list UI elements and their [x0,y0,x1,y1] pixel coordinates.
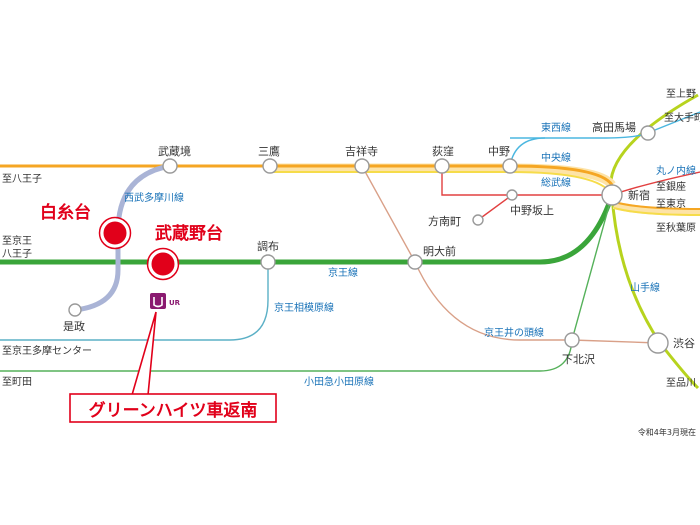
dest-tama-center: 至京王多摩センター [2,344,92,357]
line-label-marunouchi: 丸ノ内線 [656,164,696,177]
station-takadanobaba-marker[interactable] [640,125,656,141]
dest-tokyo: 至東京 [656,197,686,210]
station-shibuya: 渋谷 [673,337,695,350]
dest-shinagawa: 至品川 [666,377,696,389]
line-label-sagamihara: 京王相模原線 [274,301,334,314]
station-koremasa-marker[interactable] [68,303,82,317]
station-ogikubo: 荻窪 [432,144,454,158]
dest-machida: 至町田 [2,376,32,388]
line-label-odakyu: 小田急小田原線 [304,375,374,388]
highlight-label-shiraitodai: 白糸台 [40,202,91,223]
dest-hachioji: 至八王子 [2,173,42,185]
highlight-marker-musashinodai[interactable] [146,247,180,281]
chuo-east [612,201,700,216]
station-mitaka-marker[interactable] [262,158,278,174]
line-label-yamanote: 山手線 [630,281,660,294]
line-label-seibu: 西武多摩川線 [124,191,184,204]
line-label-tozai: 東西線 [541,121,571,134]
marunouchi-line [441,166,700,196]
keio-sagamihara-line [0,262,269,341]
yamanote-line [609,93,700,390]
station-markers [68,125,669,354]
station-meidaimae-marker[interactable] [407,254,423,270]
station-takadanobaba: 高田馬場 [592,120,636,134]
dest-keio-2: 八王子 [2,248,32,260]
callout-pointer [131,311,157,396]
station-honancho: 方南町 [428,214,461,228]
line-label-sobu: 総武線 [541,176,571,189]
station-chofu-marker[interactable] [260,254,276,270]
station-shimokitazawa: 下北沢 [562,352,595,366]
callout-label: グリーンハイツ車返南 [89,400,258,421]
line-label-keio: 京王線 [328,266,358,279]
station-musashisakai-marker[interactable] [162,158,178,174]
inokashira-line [361,165,659,344]
station-nakanosakaue: 中野坂上 [510,204,554,217]
station-shimokitazawa-marker[interactable] [564,332,580,348]
station-honancho-marker[interactable] [472,214,484,226]
callout-box [69,393,277,423]
dest-ginza: 至銀座 [656,180,686,193]
ur-logo-text: UR [169,299,181,307]
station-kichijoji: 吉祥寺 [345,144,378,158]
station-meidaimae: 明大前 [423,244,456,258]
station-nakanosakaue-marker[interactable] [506,189,518,201]
station-nakano: 中野 [488,145,510,158]
station-chofu: 調布 [257,239,279,253]
station-musashisakai: 武蔵境 [158,144,191,158]
dest-otemachi: 至大手町 [664,111,700,124]
highlight-label-musashinodai: 武蔵野台 [155,223,223,244]
station-koremasa: 是政 [63,319,85,333]
odakyu-line [0,194,613,372]
station-shinjuku-marker[interactable] [601,184,623,206]
line-label-chuo: 中央線 [541,151,571,164]
dest-akihabara: 至秋葉原 [656,221,696,234]
dest-keio-1: 至京王 [2,234,32,247]
station-mitaka: 三鷹 [258,144,280,158]
station-shinjuku: 新宿 [628,188,650,202]
footnote: 令和4年3月現在 [638,427,696,437]
line-label-inokashira: 京王井の頭線 [484,326,544,339]
ur-logo: UR [150,293,181,309]
keio-line [0,194,615,265]
station-ogikubo-marker[interactable] [434,158,450,174]
dest-ueno: 至上野 [666,88,696,100]
sobu-east-line [613,207,700,216]
station-kichijoji-marker[interactable] [354,158,370,174]
highlight-marker-shiraitodai[interactable] [98,216,132,250]
station-nakano-marker[interactable] [502,158,518,174]
chuo-east-line [613,201,700,210]
station-shibuya-marker[interactable] [647,332,669,354]
marunouchi-honancho [477,194,513,221]
